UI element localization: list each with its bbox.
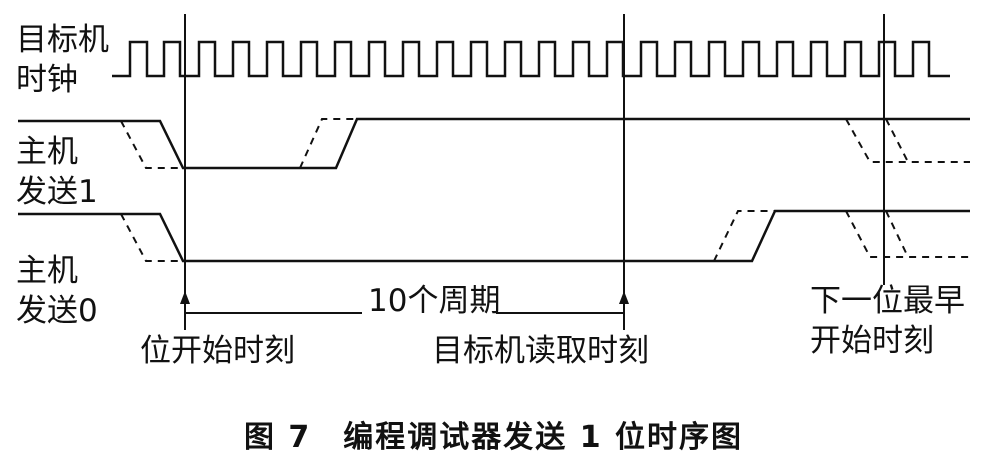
target-read-label: 目标机读取时刻 [432, 333, 649, 369]
clock-label-line2: 时钟 [16, 62, 78, 98]
send0-waveform [18, 209, 970, 263]
target-read-arrow [619, 291, 629, 304]
bit-start-arrow [180, 291, 190, 304]
figure-caption: 图 7 编程调试器发送 1 位时序图 [243, 420, 744, 455]
send1-label-line2: 发送1 [16, 174, 98, 210]
send1-waveform-dashed-late [299, 118, 357, 169]
clock-label-line1: 目标机 [16, 22, 109, 58]
send0-waveform-dashed-early [120, 213, 183, 262]
send1-next-bit-dashed [845, 118, 970, 163]
send1-waveform-dashed-early [120, 120, 183, 169]
send0-label-line2: 发送0 [16, 293, 98, 329]
bit-start-label: 位开始时刻 [140, 333, 295, 369]
send0-label-line1: 主机 [16, 253, 78, 289]
send1-waveform [18, 117, 970, 170]
send0-next-bit-dashed [845, 210, 970, 258]
next-bit-label-line1: 下一位最早 [810, 283, 965, 319]
send0-waveform-dashed-late [713, 210, 775, 262]
period-label: 10个周期 [368, 283, 501, 319]
next-bit-label-line2: 开始时刻 [810, 323, 934, 359]
clock-waveform [112, 40, 950, 78]
send1-label-line1: 主机 [16, 134, 78, 170]
